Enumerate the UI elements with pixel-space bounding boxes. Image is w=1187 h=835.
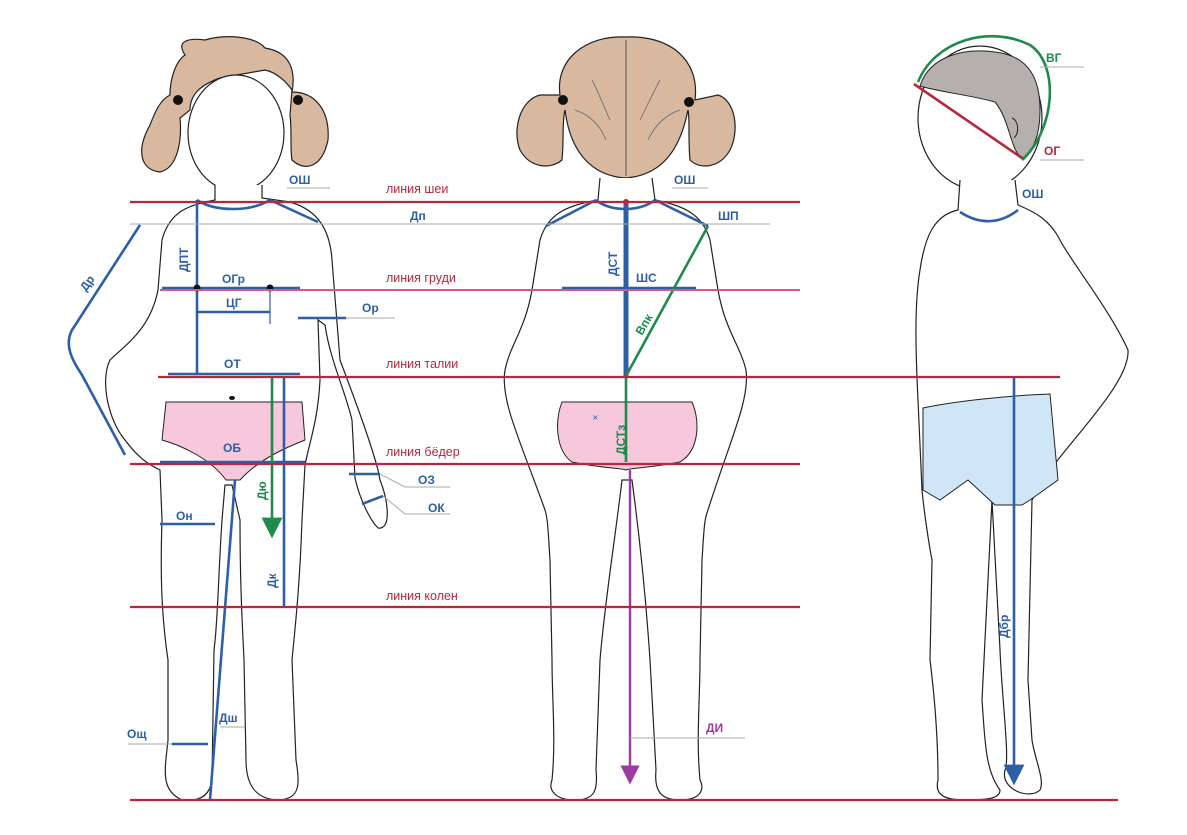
front-dp-label: Дп [410,209,426,223]
front-ot-label: ОТ [224,357,241,371]
back-osh-label: ОШ [674,173,695,187]
front-dr-label: Др [77,273,98,294]
hips-line-label: линия бёдер [386,445,460,459]
side-osh-label: ОШ [1022,187,1043,201]
front-osh-label: ОШ [289,173,310,187]
front-oz-label: ОЗ [418,473,435,487]
front-ok-label: ОК [428,501,445,515]
svg-text:×: × [592,413,599,422]
side-og-label: ОГ [1044,144,1060,158]
back-shp-label: ШП [718,209,739,223]
side-vg-label: ВГ [1046,51,1062,65]
back-di-label: ДИ [706,721,723,735]
back-dst-label: ДСТ [606,251,620,276]
back-shs-label: ШС [636,271,657,285]
front-dpt-label: ДПТ [177,247,191,272]
front-or-label: Ор [362,301,379,315]
front-cg-label: ЦГ [226,296,242,310]
front-ob-label: ОБ [223,441,241,455]
front-dsh-label: Дш [219,711,238,725]
neck-line-label: линия шеи [386,182,448,196]
front-ogr-label: ОГр [222,272,245,286]
waist-line-label: линия талии [386,357,458,371]
leader-lines [128,66,1084,745]
front-dk-label: Дк [265,572,279,588]
knees-line-label: линия колен [386,589,458,603]
side-figure [913,34,1129,801]
front-figure [67,36,388,801]
side-dbr-label: Дбр [997,615,1011,638]
back-figure: × [503,36,748,801]
horizontal-lines [130,200,1118,802]
front-on-label: Он [176,509,193,523]
front-dyu-label: Дю [255,481,269,500]
front-osch-label: Ощ [127,727,147,741]
back-dstz-label: ДСТз [614,425,628,455]
chest-line-label: линия груди [386,271,456,285]
